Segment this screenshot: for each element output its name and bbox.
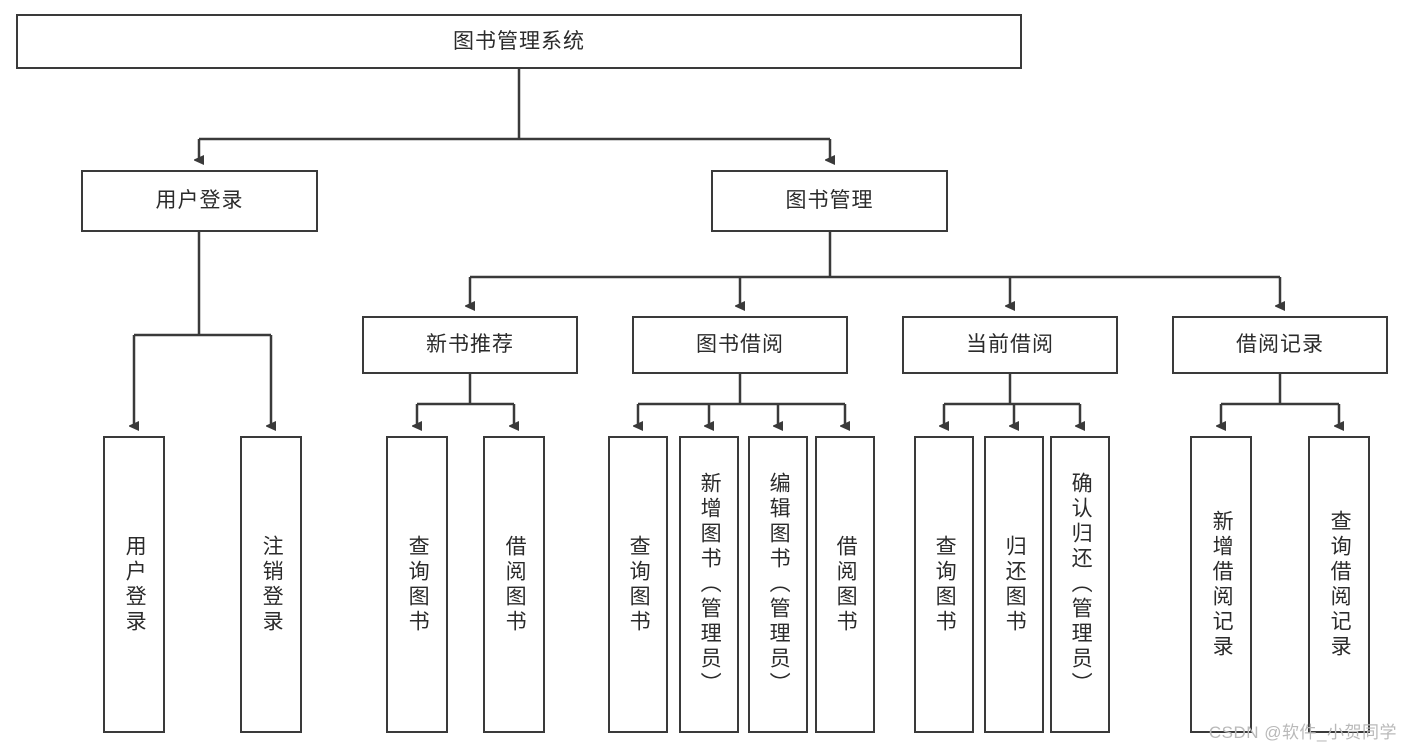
node-leaf-borrow-book-2-label: 借阅图书 [834, 534, 858, 635]
watermark-text: CSDN @软件_小贺同学 [1208, 723, 1397, 742]
node-root[interactable]: 图书管理系统 [16, 14, 1022, 69]
node-leaf-edit-book-label: 编辑图书（管理员） [767, 472, 791, 697]
node-book-manage[interactable]: 图书管理 [711, 170, 948, 232]
node-leaf-query-book-2-label: 查询图书 [627, 534, 651, 635]
node-book-manage-label: 图书管理 [785, 189, 874, 213]
node-leaf-borrow-book-1[interactable]: 借阅图书 [483, 436, 545, 733]
node-book-borrow[interactable]: 图书借阅 [632, 316, 848, 374]
node-leaf-add-book[interactable]: 新增图书（管理员） [679, 436, 739, 733]
node-leaf-return-book[interactable]: 归还图书 [984, 436, 1044, 733]
node-leaf-user-login-label: 用户登录 [123, 534, 147, 635]
node-leaf-add-record-label: 新增借阅记录 [1210, 509, 1234, 660]
node-leaf-add-record[interactable]: 新增借阅记录 [1190, 436, 1252, 733]
node-leaf-query-book-1[interactable]: 查询图书 [386, 436, 448, 733]
node-leaf-query-record[interactable]: 查询借阅记录 [1308, 436, 1370, 733]
node-book-borrow-label: 图书借阅 [696, 333, 784, 357]
node-leaf-borrow-book-2[interactable]: 借阅图书 [815, 436, 875, 733]
node-leaf-borrow-book-1-label: 借阅图书 [503, 534, 527, 635]
node-leaf-return-book-label: 归还图书 [1003, 534, 1027, 635]
node-leaf-logout-label: 注销登录 [260, 534, 284, 635]
node-leaf-query-book-3[interactable]: 查询图书 [914, 436, 974, 733]
node-leaf-query-book-1-label: 查询图书 [406, 534, 430, 635]
node-current-borrow-label: 当前借阅 [966, 333, 1054, 357]
node-leaf-confirm-return-label: 确认归还（管理员） [1069, 472, 1093, 697]
node-new-book-rec[interactable]: 新书推荐 [362, 316, 578, 374]
node-root-label: 图书管理系统 [453, 29, 585, 53]
node-borrow-record[interactable]: 借阅记录 [1172, 316, 1388, 374]
node-new-book-rec-label: 新书推荐 [426, 333, 514, 357]
node-borrow-record-label: 借阅记录 [1236, 333, 1324, 357]
node-user-login[interactable]: 用户登录 [81, 170, 318, 232]
node-leaf-user-login[interactable]: 用户登录 [103, 436, 165, 733]
node-current-borrow[interactable]: 当前借阅 [902, 316, 1118, 374]
node-leaf-logout[interactable]: 注销登录 [240, 436, 302, 733]
node-leaf-confirm-return[interactable]: 确认归还（管理员） [1050, 436, 1110, 733]
node-leaf-add-book-label: 新增图书（管理员） [698, 472, 722, 697]
node-leaf-query-book-3-label: 查询图书 [933, 534, 957, 635]
node-leaf-query-record-label: 查询借阅记录 [1328, 509, 1352, 660]
node-user-login-label: 用户登录 [155, 189, 244, 213]
node-leaf-query-book-2[interactable]: 查询图书 [608, 436, 668, 733]
node-leaf-edit-book[interactable]: 编辑图书（管理员） [748, 436, 808, 733]
